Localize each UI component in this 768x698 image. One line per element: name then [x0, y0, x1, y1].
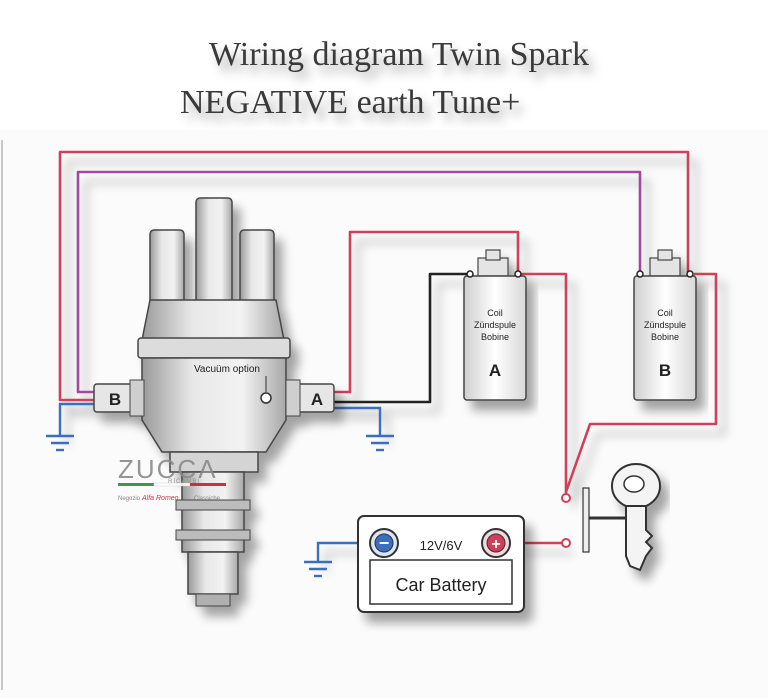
ground-symbol-right — [366, 434, 394, 452]
ground-symbol-battery — [304, 560, 332, 578]
wire-red-coil-a-to-switch — [518, 272, 568, 498]
logo-tagline-left: Negozio — [118, 496, 141, 502]
vacuum-port-icon — [260, 392, 272, 404]
distributor — [93, 197, 335, 607]
distributor-terminal-b: B — [109, 390, 121, 409]
ignition-switch — [561, 487, 626, 553]
coil-a — [463, 249, 527, 401]
battery-positive-terminal: + — [481, 528, 511, 558]
wire-earth-battery — [316, 541, 370, 562]
zucca-logo: ZUCCA RICAMBI Negozio Alfa Romeo Classic… — [118, 454, 226, 502]
wire-red-dist-b-to-coil-b — [58, 150, 690, 402]
wire-red-coil-b-to-switch — [564, 272, 718, 493]
logo-brand: ZUCCA — [118, 454, 218, 484]
battery-plus-symbol: + — [491, 536, 500, 553]
logo-sub: RICAMBI — [168, 479, 200, 485]
diagram-title-line-1: Wiring diagram Twin Spark — [209, 36, 589, 73]
battery-voltage-label: 12V/6V — [420, 538, 463, 553]
vacuum-option-label: Vacuüm option — [194, 364, 260, 375]
battery-minus-symbol: − — [379, 533, 390, 553]
coil-b — [633, 249, 697, 401]
wire-earth-dist-left — [58, 402, 95, 436]
coil-a-label-1: Coil — [487, 308, 503, 318]
wire-black-dist-a-to-coil-a — [328, 272, 470, 404]
coil-b-letter: B — [659, 361, 671, 380]
battery-negative-terminal: − — [369, 528, 399, 558]
logo-tagline-mid: Alfa Romeo — [141, 495, 179, 502]
coil-a-letter: A — [489, 361, 501, 380]
diagram-title-line-2: NEGATIVE earth Tune+ — [180, 84, 521, 121]
coil-b-label-2: Zündspule — [644, 320, 686, 330]
wire-purple-dist-b-to-coil-b — [76, 170, 642, 394]
wire-earth-dist-right — [328, 406, 382, 436]
coil-b-label-1: Coil — [657, 308, 673, 318]
distributor-terminal-a: A — [311, 390, 323, 409]
ignition-key-icon — [611, 463, 661, 572]
battery-label: Car Battery — [395, 575, 486, 595]
logo-tagline-right: Classiche — [194, 496, 221, 502]
ground-symbol-left — [46, 434, 74, 452]
coil-a-label-2: Zündspule — [474, 320, 516, 330]
coil-a-label-3: Bobine — [481, 332, 509, 342]
wire-red-dist-a-to-coil-a — [328, 230, 520, 394]
coil-b-label-3: Bobine — [651, 332, 679, 342]
